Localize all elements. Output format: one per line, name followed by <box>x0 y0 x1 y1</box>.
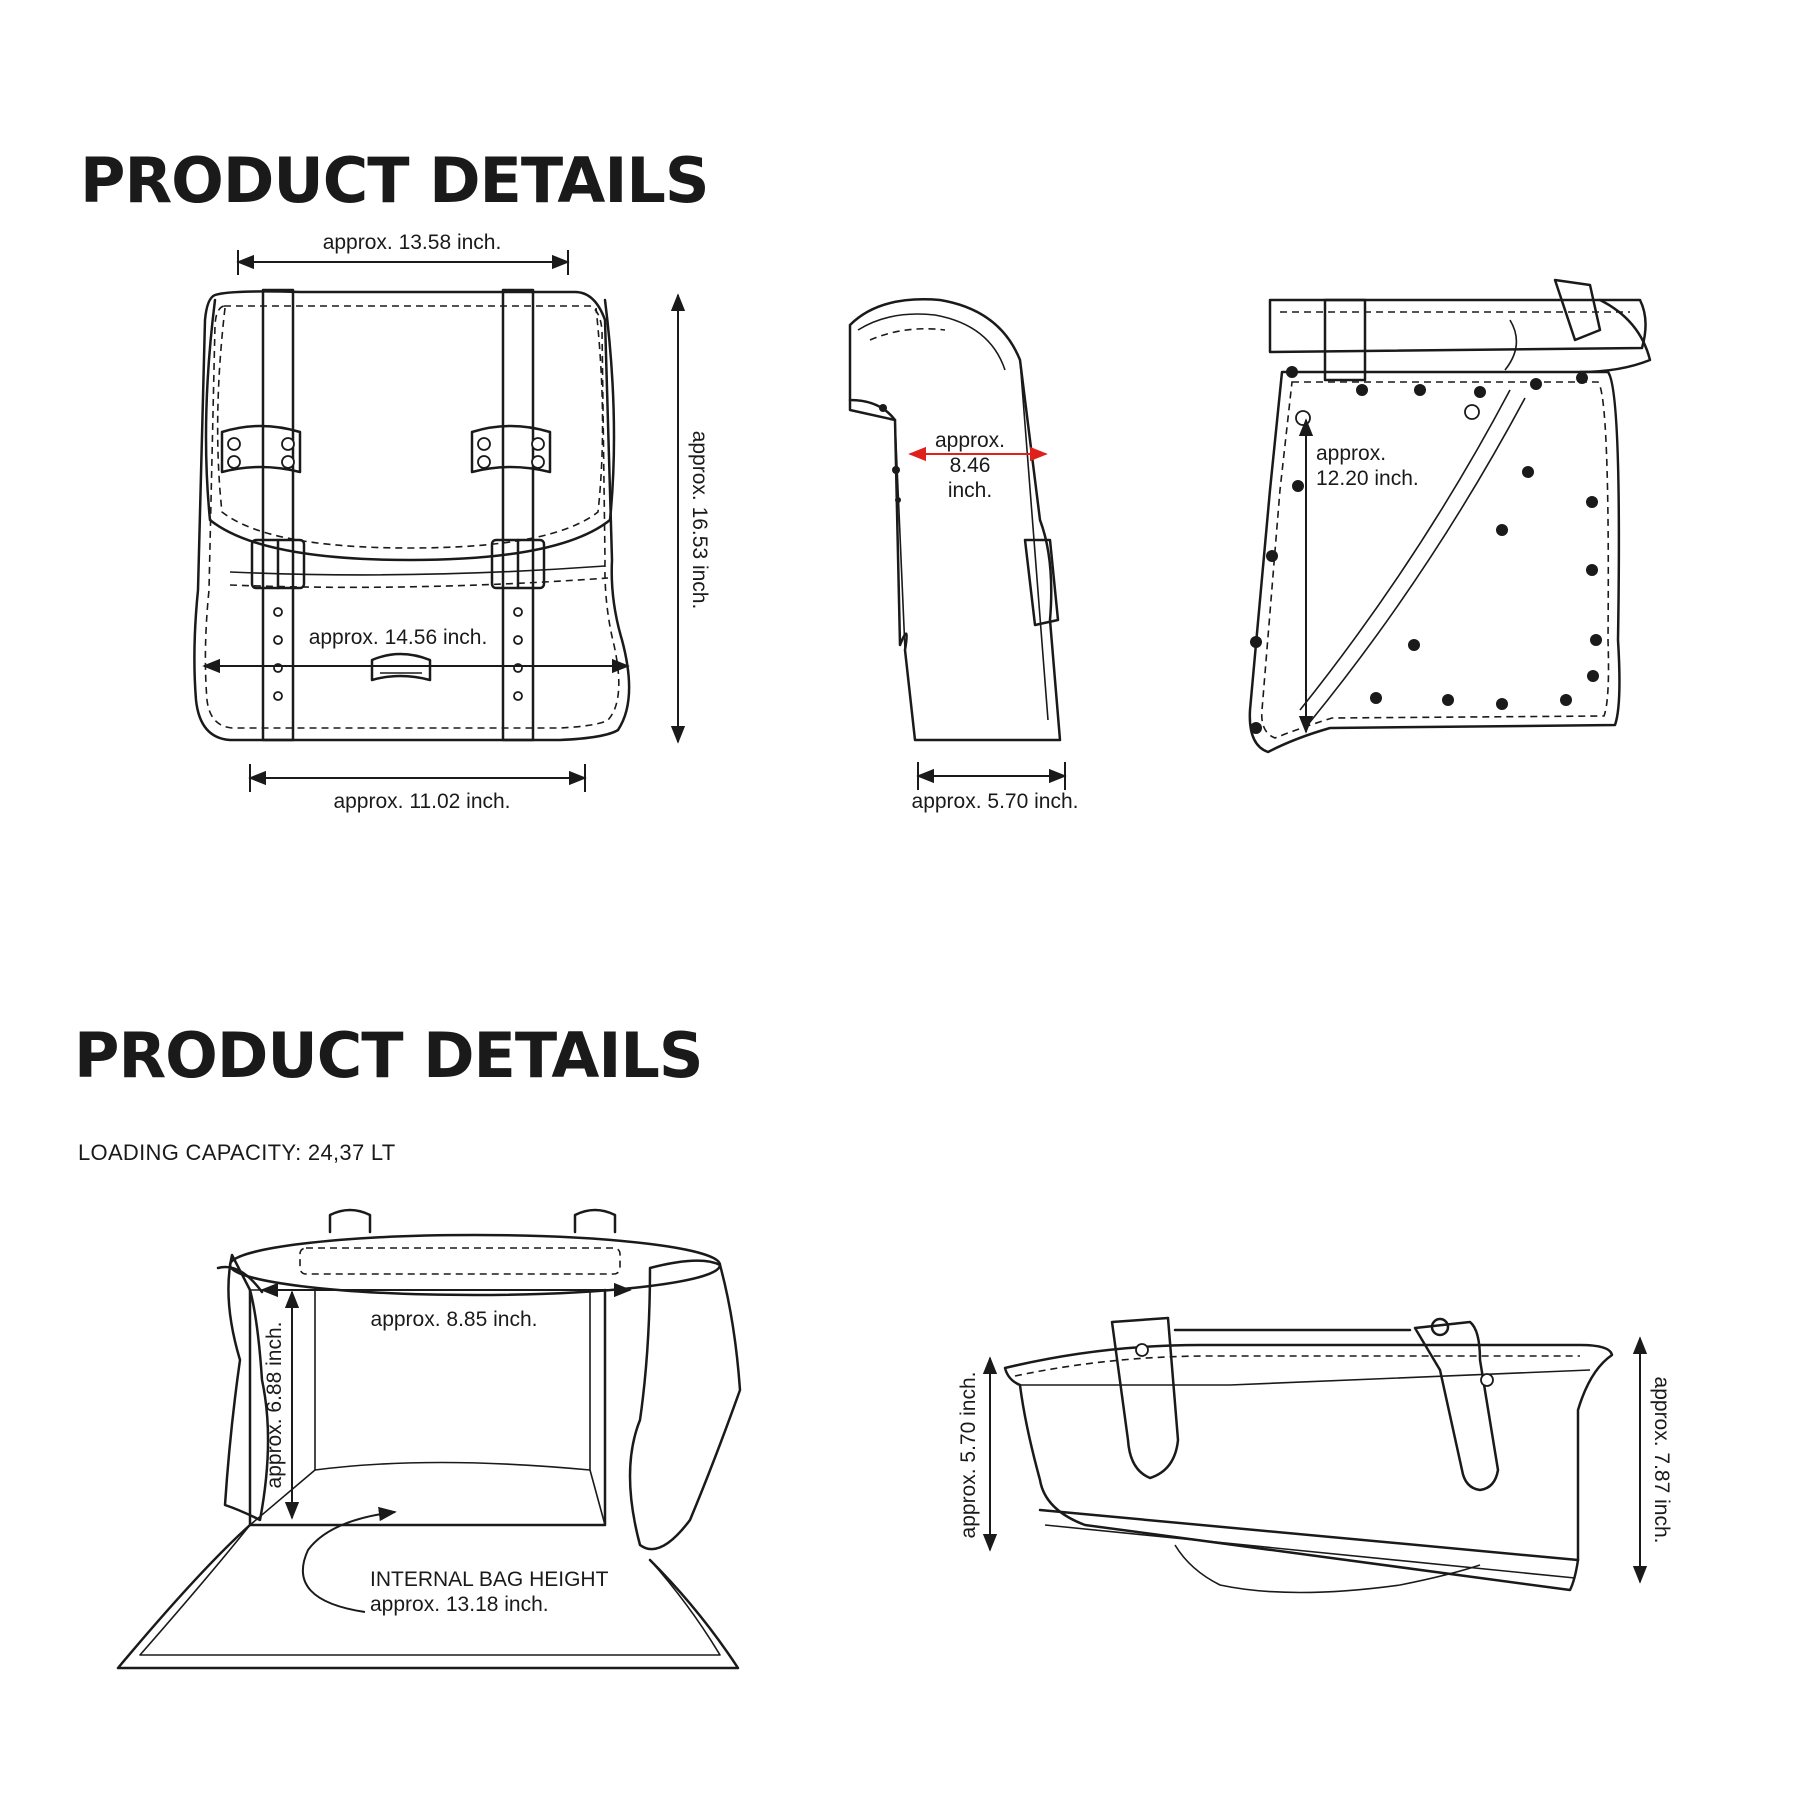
page-title-bottom: PRODUCT DETAILS <box>74 1019 704 1092</box>
back-view <box>1248 278 1652 754</box>
side-view <box>848 298 1067 790</box>
dim-front-top-width: approx. 13.58 inch. <box>323 231 502 254</box>
internal-bag-label: INTERNAL BAG HEIGHT <box>370 1568 609 1591</box>
loading-capacity: LOADING CAPACITY: 24,37 LT <box>78 1140 396 1165</box>
dim-inner-width: approx. 8.85 inch. <box>371 1308 538 1331</box>
dim-profile-left-height: approx. 5.70 inch. <box>957 1372 980 1539</box>
front-view <box>193 250 686 792</box>
dim-profile-right-height: approx. 7.87 inch. <box>1650 1377 1673 1544</box>
dim-front-bottom-width: approx. 11.02 inch. <box>333 790 510 813</box>
dim-front-mid-width: approx. 14.56 inch. <box>309 626 488 649</box>
dim-side-depth-3: inch. <box>948 479 992 502</box>
dim-back-height-1: approx. <box>1316 442 1386 465</box>
page-title-top: PRODUCT DETAILS <box>80 144 710 217</box>
dim-side-depth-2: 8.46 <box>950 454 991 477</box>
internal-bag-value: approx. 13.18 inch. <box>370 1593 549 1616</box>
dim-back-height-2: 12.20 inch. <box>1316 467 1419 490</box>
dim-side-bottom-depth: approx. 5.70 inch. <box>912 790 1079 813</box>
dim-inner-height: approx. 6.88 inch. <box>263 1322 286 1489</box>
dim-side-depth-1: approx. <box>935 429 1005 452</box>
dim-front-height: approx. 16.53 inch. <box>688 431 711 610</box>
profile-view <box>982 1316 1648 1594</box>
open-interior-view <box>116 1208 742 1670</box>
